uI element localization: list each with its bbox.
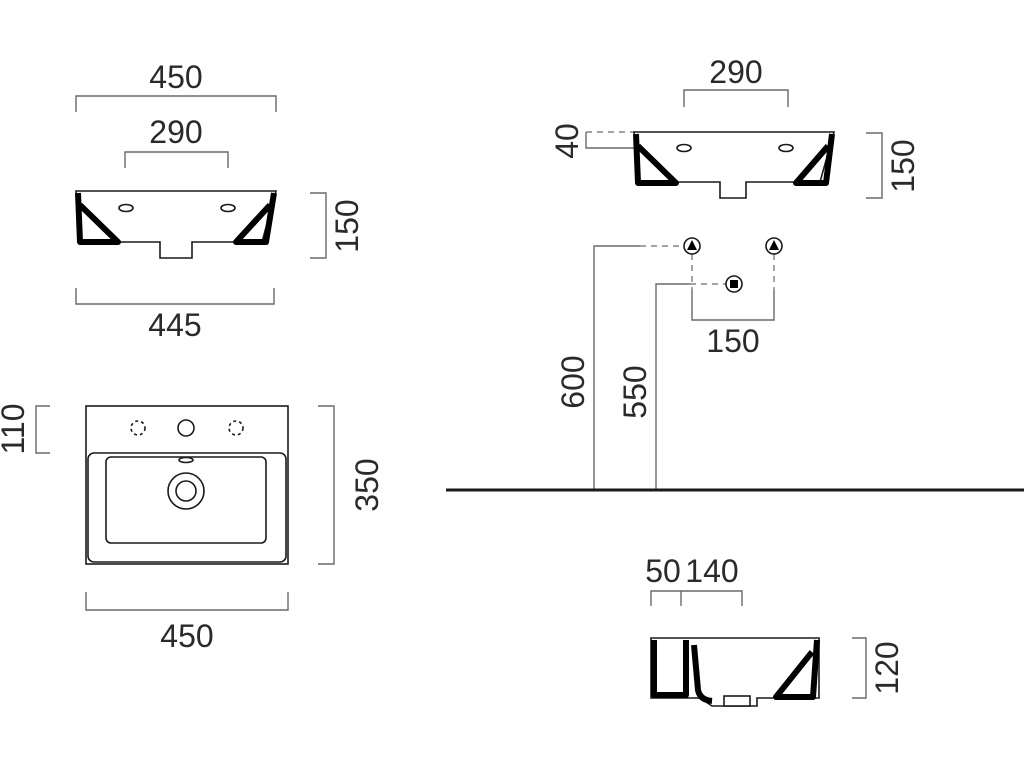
overall-width-dimension-line [75,95,277,112]
hot-supply-arrow [687,240,697,250]
overall-width-label: 450 [149,59,202,95]
height-label: 150 [885,139,921,192]
depth-dimension-line [318,405,335,565]
tap-hole-left [130,420,146,436]
width-label: 450 [160,618,213,654]
tap-hole-right [778,143,794,153]
tap-spacing-dimension-line [124,151,229,168]
bowl-back-wall [691,644,713,704]
tap-hole-center [177,419,195,437]
height-label: 150 [329,199,365,252]
base-width-label: 445 [148,307,201,343]
rear-deck-wall [651,640,689,698]
width-dimension-line [85,592,289,611]
basin-front-wall-right [233,192,277,245]
waste-height-line [655,283,690,490]
supply-spacing-dimension-line [691,290,775,321]
tap-spacing-label: 290 [709,54,762,90]
wall-offset-label: 50 [645,553,681,589]
height-label: 120 [869,641,905,694]
waste-outlet [723,695,751,707]
wall-offset-dimension-line [650,590,682,606]
tap-hole-right [220,203,236,213]
base-width-dimension-line [75,288,275,305]
supply-height-label: 600 [555,355,591,408]
section-view: 50 140 120 [645,553,905,707]
drain-inner-ring [175,480,197,502]
rim-offset-dimension-line [585,132,636,149]
tap-spacing-label: 290 [149,114,202,150]
basin-front-wall-left [75,192,121,245]
height-dimension-line [852,637,867,699]
height-dimension-line [866,132,883,199]
tap-hole-left [676,143,692,153]
basin-side-outline [633,131,836,199]
basin-side-wall-right [793,133,835,186]
basin-front-outline [75,190,278,259]
height-dimension-line [310,192,327,259]
waste-outlet-square [730,280,738,288]
plan-view: 110 350 450 [0,403,385,654]
front-view: 450 290 150 445 [75,59,365,343]
rim-offset-label: 40 [549,123,585,159]
waste-offset-label: 140 [685,553,738,589]
depth-label: 350 [349,458,385,511]
tap-hole-right [228,420,244,436]
overflow-slot [178,456,194,464]
installation-view: 290 40 150 600 550 150 [446,54,1024,492]
tap-spacing-dimension-line [683,89,789,107]
waste-height-label: 550 [617,365,653,418]
basin-side-wall-left [633,133,679,186]
supply-height-line [593,245,640,490]
tap-hole-left [118,203,134,213]
deck-depth-label: 110 [0,403,31,454]
waste-offset-dimension-line [681,590,743,606]
supply-spacing-label: 150 [706,323,759,359]
deck-depth-dimension-line [35,405,50,454]
bowl-front-wall [773,639,820,700]
cold-supply-arrow [769,240,779,250]
